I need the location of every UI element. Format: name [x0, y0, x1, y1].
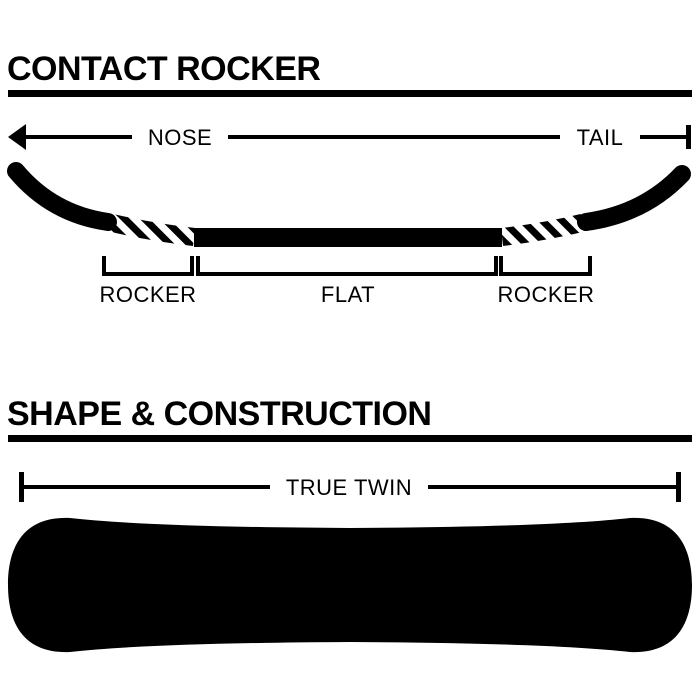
zone-label-rocker-left: ROCKER	[99, 282, 196, 307]
zone-label-flat: FLAT	[321, 282, 375, 307]
tail-label: TAIL	[577, 125, 624, 150]
tail-tip	[577, 165, 691, 231]
board-shape-silhouette	[8, 517, 692, 653]
bar-end-icon	[676, 472, 681, 502]
rocker-zone-right	[500, 213, 589, 246]
nose-tail-indicator: NOSE TAIL	[8, 124, 691, 150]
length-indicator: TRUE TWIN	[19, 472, 681, 502]
bar-end-icon	[686, 125, 691, 149]
nose-tip	[7, 162, 117, 231]
shape-construction-heading: SHAPE & CONSTRUCTION	[7, 395, 431, 433]
contact-rocker-divider	[8, 90, 692, 97]
bracket-rocker-right	[499, 256, 592, 276]
bar-end-icon	[19, 472, 24, 502]
arrow-left-icon	[8, 124, 26, 150]
flat-zone	[194, 228, 502, 247]
shape-construction-divider	[8, 435, 692, 442]
board-profile	[7, 162, 691, 247]
true-twin-label: TRUE TWIN	[286, 475, 412, 500]
bracket-rocker-left	[102, 256, 194, 276]
nose-label: NOSE	[148, 125, 212, 150]
zone-label-rocker-right: ROCKER	[497, 282, 594, 307]
contact-rocker-heading: CONTACT ROCKER	[7, 50, 320, 88]
rocker-zone-left	[105, 213, 196, 246]
bracket-flat	[196, 256, 498, 276]
zone-brackets	[102, 256, 592, 276]
